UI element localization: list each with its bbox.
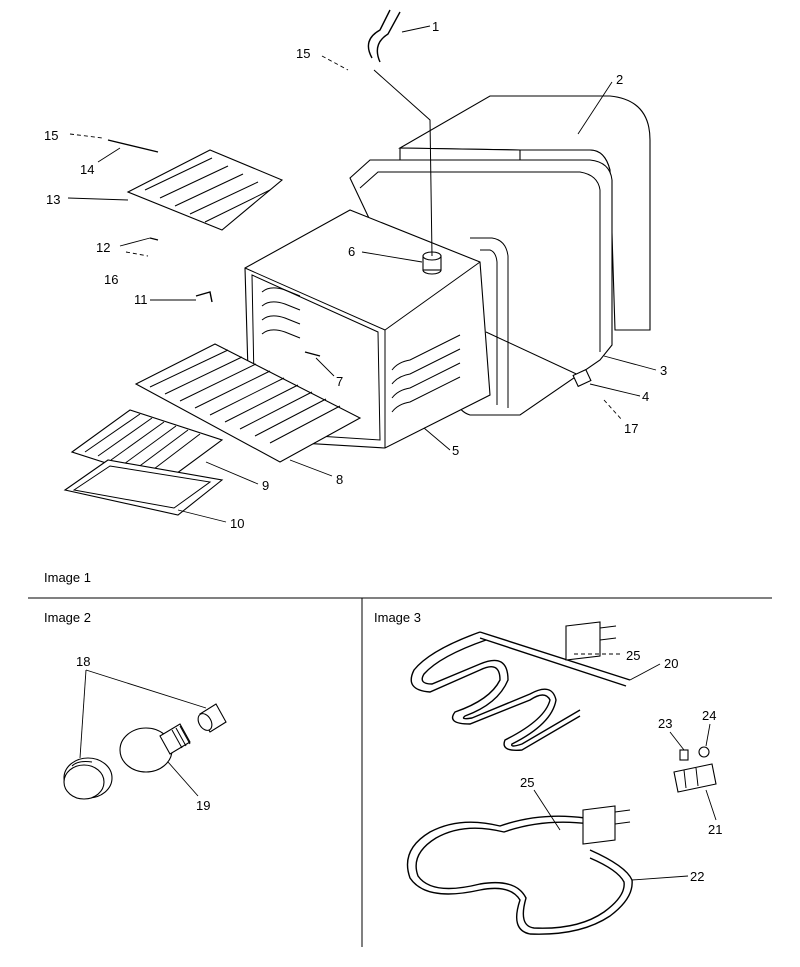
part-socket-sleeve <box>197 703 227 733</box>
callout-23: 23 <box>658 716 672 731</box>
callout-6: 6 <box>348 244 355 259</box>
image2-light-assembly: Image 2 18 19 <box>44 610 227 813</box>
part-screw-7 <box>304 351 321 357</box>
callout-7: 7 <box>336 374 343 389</box>
part-oven-rack <box>134 343 362 463</box>
callout-19: 19 <box>196 798 210 813</box>
part-element-20 <box>410 621 631 751</box>
part-tray <box>63 459 224 516</box>
callout-12: 12 <box>96 240 110 255</box>
part-broiler-pan <box>126 149 284 231</box>
callout-16: 16 <box>104 272 118 287</box>
callout-14: 14 <box>80 162 94 177</box>
part-terminal-block <box>673 746 717 793</box>
callout-18: 18 <box>76 654 90 669</box>
part-rod-14 <box>107 139 159 153</box>
callout-24: 24 <box>702 708 716 723</box>
part-lens-cover <box>63 757 113 800</box>
part-bracket-4 <box>485 331 592 388</box>
callout-22: 22 <box>690 869 704 884</box>
callout-17: 17 <box>624 421 638 436</box>
section-label-image3: Image 3 <box>374 610 421 625</box>
callout-20: 20 <box>664 656 678 671</box>
part-clip-11 <box>195 291 213 303</box>
part-element-22 <box>406 805 633 935</box>
callout-5: 5 <box>452 443 459 458</box>
callout-21: 21 <box>708 822 722 837</box>
image1-oven-assembly: 1 15 2 15 14 13 6 12 16 11 7 3 4 17 5 8 … <box>44 9 667 585</box>
callout-9: 9 <box>262 478 269 493</box>
callout-3: 3 <box>660 363 667 378</box>
callout-4: 4 <box>642 389 649 404</box>
part-bulb <box>119 723 191 773</box>
callout-11: 11 <box>134 292 148 307</box>
part-tube <box>367 9 433 257</box>
section-label-image2: Image 2 <box>44 610 91 625</box>
callout-8: 8 <box>336 472 343 487</box>
callout-1: 1 <box>432 19 439 34</box>
part-clip-12 <box>149 237 159 241</box>
callout-2: 2 <box>616 72 623 87</box>
callout-15-top: 15 <box>296 46 310 61</box>
image3-heating-elements: Image 3 <box>374 610 722 935</box>
callout-25-upper: 25 <box>626 648 640 663</box>
callout-13: 13 <box>46 192 60 207</box>
callout-10: 10 <box>230 516 244 531</box>
section-label-image1: Image 1 <box>44 570 91 585</box>
callout-25-lower: 25 <box>520 775 534 790</box>
callout-15-left: 15 <box>44 128 58 143</box>
